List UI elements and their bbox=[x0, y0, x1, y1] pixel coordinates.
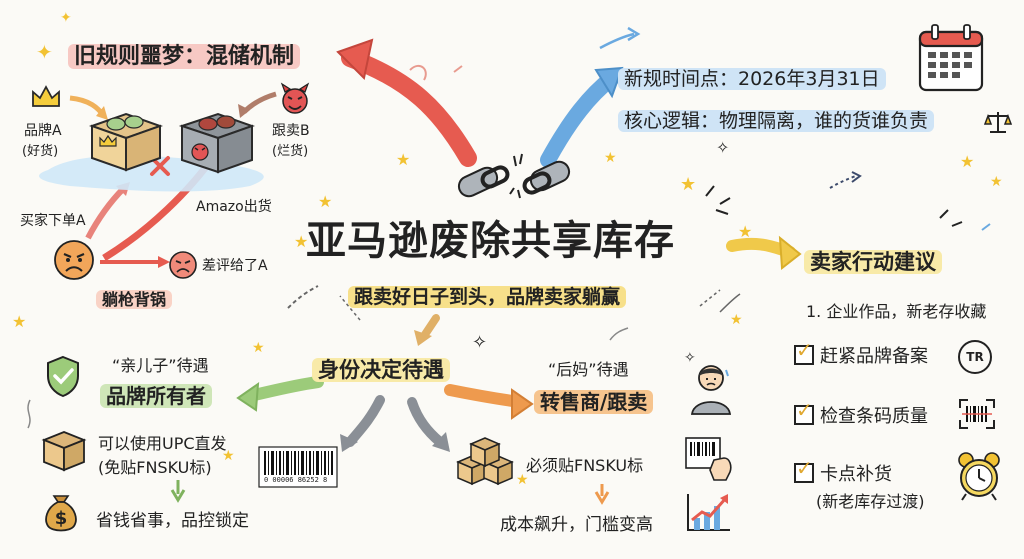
upc-label: 可以使用UPC直发 bbox=[98, 434, 227, 453]
star-icon: ★ bbox=[604, 150, 617, 166]
star-icon: ★ bbox=[960, 152, 975, 171]
check-mark-icon: ✓ bbox=[796, 456, 813, 480]
star-icon: ★ bbox=[294, 232, 309, 251]
star-icon: ★ bbox=[680, 174, 697, 195]
checkbox-icon bbox=[794, 405, 814, 425]
money-bag-icon: $ bbox=[45, 495, 77, 532]
scapegoat-label: 躺枪背锅 bbox=[96, 286, 173, 310]
alarm-clock-icon bbox=[958, 452, 1000, 501]
fnsku-label: 必须贴FNSKU标 bbox=[526, 456, 644, 475]
arrow-to-identity bbox=[420, 314, 440, 340]
box-icon bbox=[41, 431, 87, 472]
checkbox-icon bbox=[794, 345, 814, 365]
reseller-label: 转售商/跟卖 bbox=[534, 386, 654, 415]
new-rule-date: 新规时间点：2026年3月31日 bbox=[618, 64, 886, 91]
calendar-icon bbox=[918, 24, 984, 92]
brand-owner-label: 品牌所有者 bbox=[100, 380, 212, 409]
label-scan-icon bbox=[685, 437, 732, 481]
arrow-to-reseller bbox=[444, 384, 526, 408]
save-label: 省钱省事，品控锁定 bbox=[96, 511, 249, 531]
brand-a-label: 品牌A bbox=[24, 123, 62, 139]
star-icon: ★ bbox=[738, 222, 753, 241]
son-treatment-label: “亲儿子”待遇 bbox=[112, 356, 209, 375]
star-icon: ✦ bbox=[36, 40, 53, 64]
seller-b-label: 跟卖B bbox=[272, 123, 310, 139]
angry-face-icon bbox=[169, 251, 197, 279]
action-item-4: 卡点补货 bbox=[820, 464, 892, 485]
person-icon bbox=[690, 365, 732, 415]
seller-b-note: (烂货) bbox=[272, 144, 309, 159]
action-item-1: 1. 企业作品，新老存收藏 bbox=[806, 302, 987, 321]
trademark-badge-icon: TR bbox=[958, 340, 992, 374]
box-icon bbox=[456, 437, 514, 486]
shield-check-icon bbox=[47, 355, 79, 398]
identity-heading: 身份决定待遇 bbox=[312, 354, 450, 384]
crown-icon bbox=[32, 85, 60, 107]
barcode-scan-icon bbox=[959, 399, 995, 429]
upc-note: (免贴FNSKU标) bbox=[98, 458, 212, 477]
step-treatment-label: “后妈”待遇 bbox=[548, 360, 629, 379]
sparkle-icon: ✧ bbox=[716, 138, 730, 157]
angry-face-icon bbox=[54, 240, 94, 280]
broken-chain-icon bbox=[457, 153, 571, 199]
checkbox-icon bbox=[794, 463, 814, 483]
scale-icon bbox=[984, 112, 1012, 133]
svg-text:$: $ bbox=[55, 508, 68, 529]
action-item-2: 赶紧品牌备案 bbox=[820, 346, 928, 367]
arrow-to-old-rule bbox=[341, 49, 477, 167]
star-icon: ✦ bbox=[60, 10, 72, 26]
devil-icon bbox=[280, 82, 310, 114]
buyer-order-label: 买家下单A bbox=[20, 213, 86, 229]
arrow-to-fnsku bbox=[407, 397, 445, 447]
star-icon: ★ bbox=[318, 192, 333, 211]
rising-chart-icon bbox=[687, 494, 730, 531]
sparkle-icon: ✧ bbox=[684, 350, 696, 366]
check-mark-icon: ✓ bbox=[796, 398, 813, 422]
star-icon: ★ bbox=[222, 448, 235, 464]
actions-heading: 卖家行动建议 bbox=[804, 246, 942, 276]
check-mark-icon: ✓ bbox=[796, 338, 813, 362]
box-icon bbox=[178, 112, 256, 174]
arrow-to-new-rule bbox=[540, 70, 620, 168]
arrow-buyer-to-brand bbox=[85, 185, 127, 240]
brand-a-note: (好货) bbox=[22, 144, 59, 159]
barcode-icon bbox=[258, 446, 338, 488]
arrow-to-owner bbox=[244, 376, 324, 402]
star-icon: ★ bbox=[12, 312, 27, 331]
star-icon: ★ bbox=[252, 340, 265, 356]
bad-review-label: 差评给了A bbox=[202, 258, 268, 274]
star-icon: ★ bbox=[396, 150, 411, 169]
sparkle-icon: ✧ bbox=[472, 332, 488, 353]
action-item-3: 检查条码质量 bbox=[820, 406, 928, 427]
arrow-to-upc bbox=[345, 395, 385, 447]
box-icon bbox=[88, 112, 164, 172]
center-subtitle: 跟卖好日子到头，品牌卖家躺赢 bbox=[348, 282, 627, 309]
star-icon: ★ bbox=[990, 174, 1003, 190]
center-title: 亚马逊废除共享库存 bbox=[306, 218, 675, 264]
barcode-number: 0 00006 86252 8 bbox=[264, 476, 328, 484]
star-icon: ★ bbox=[516, 472, 529, 488]
amazon-ship-label: Amazo出货 bbox=[196, 199, 272, 215]
new-rule-logic: 核心逻辑：物理隔离，谁的货谁负责 bbox=[618, 106, 935, 133]
old-rule-heading: 旧规则噩梦：混储机制 bbox=[68, 38, 301, 70]
star-icon: ★ bbox=[730, 312, 743, 328]
cost-label: 成本飙升，门槛变高 bbox=[500, 515, 653, 535]
action-item-4-note: (新老库存过渡) bbox=[816, 492, 925, 511]
